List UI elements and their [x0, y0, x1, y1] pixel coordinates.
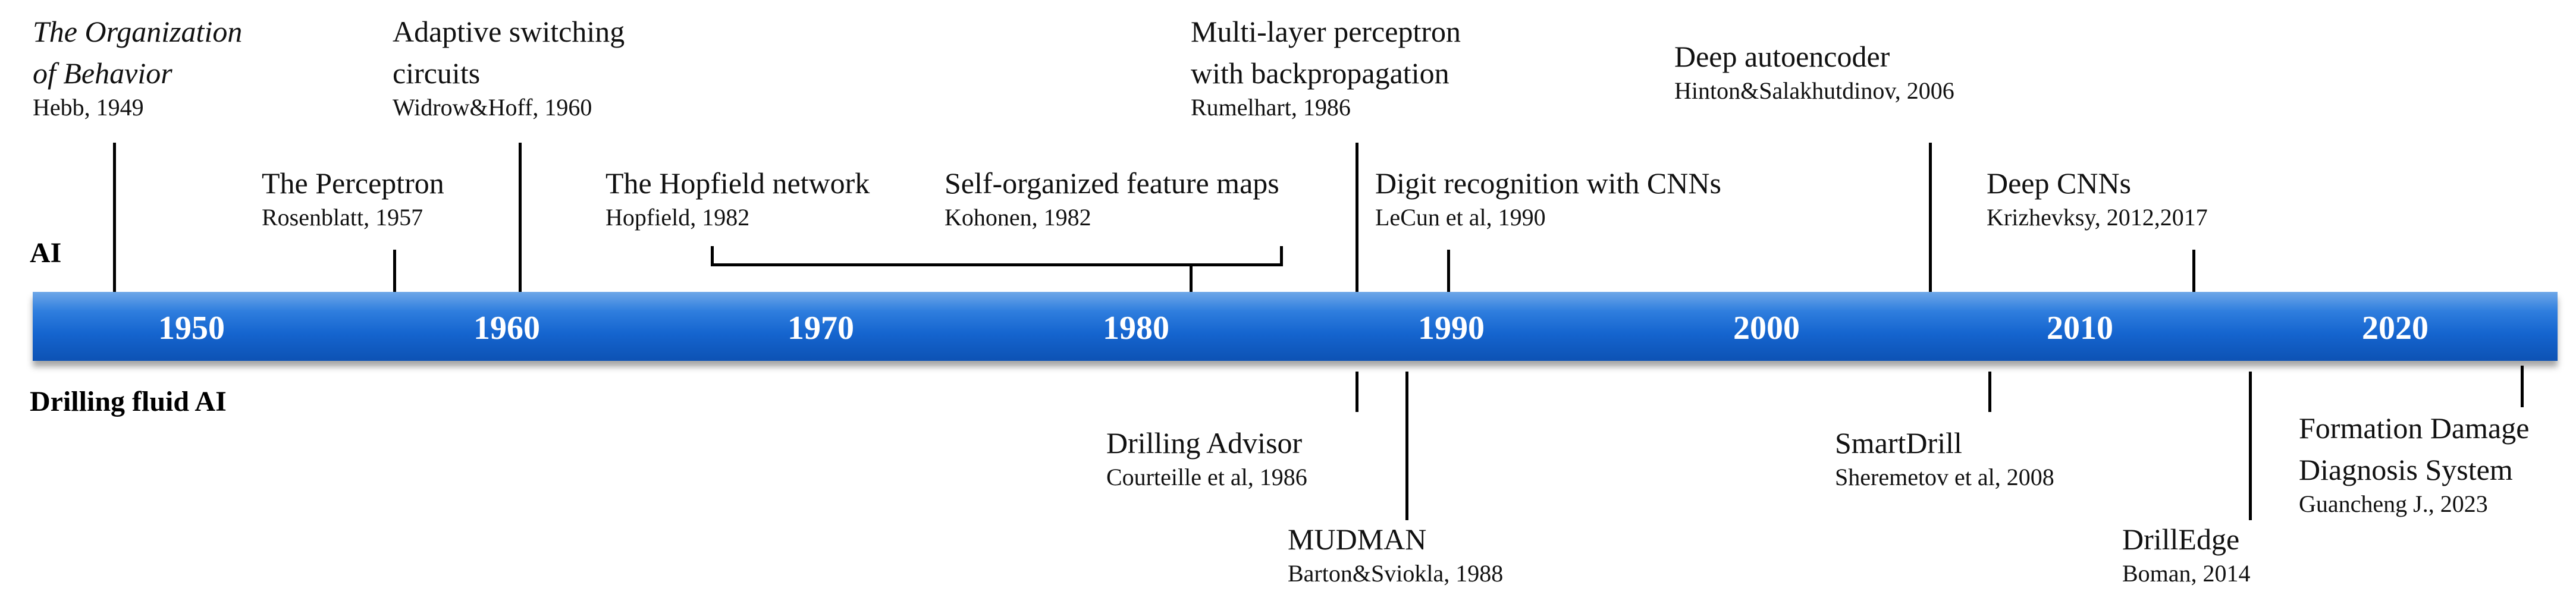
- connector-hinton: [1929, 143, 1932, 292]
- event-citation: Courteille et al, 1986: [1106, 464, 1307, 490]
- connector-lecun: [1447, 250, 1450, 292]
- event-citation: Widrow&Hoff, 1960: [393, 94, 592, 121]
- connector-widrow-hoff: [519, 143, 522, 292]
- bracket-right-tick: [1280, 246, 1283, 266]
- event-title: Adaptive switching: [393, 15, 625, 48]
- event-formation-damage-diagnosis: Formation Damage Diagnosis System Guanch…: [2299, 407, 2529, 518]
- event-citation: Krizhevksy, 2012,2017: [1987, 204, 2208, 231]
- connector-rumelhart: [1356, 143, 1358, 292]
- event-citation: Hebb, 1949: [33, 94, 144, 121]
- connector-hebb: [113, 143, 116, 292]
- event-title: Formation Damage: [2299, 411, 2530, 445]
- year-label: 1950: [158, 310, 225, 347]
- event-drilledge: DrillEdge Boman, 2014: [2122, 518, 2251, 587]
- event-deep-autoencoder: Deep autoencoder Hinton&Salakhutdinov, 2…: [1674, 36, 1954, 105]
- event-citation: Guancheng J., 2023: [2299, 490, 2488, 517]
- event-citation: Hopfield, 1982: [605, 204, 750, 231]
- event-title: SmartDrill: [1835, 426, 1962, 460]
- event-organization-of-behavior: The Organization of Behavior Hebb, 1949: [33, 11, 242, 121]
- event-citation: Hinton&Salakhutdinov, 2006: [1674, 77, 1954, 104]
- year-label: 1970: [787, 310, 854, 347]
- event-multilayer-perceptron: Multi-layer perceptron with backpropagat…: [1191, 11, 1461, 121]
- event-title: Drilling Advisor: [1106, 426, 1303, 460]
- event-drilling-advisor: Drilling Advisor Courteille et al, 1986: [1106, 422, 1307, 491]
- connector-krizhevsky: [2192, 250, 2195, 292]
- bracket-left-tick: [711, 246, 714, 266]
- event-citation: LeCun et al, 1990: [1375, 204, 1546, 231]
- event-digit-recognition-cnns: Digit recognition with CNNs LeCun et al,…: [1375, 162, 1721, 231]
- event-citation: Boman, 2014: [2122, 560, 2251, 587]
- year-label: 2010: [2047, 310, 2113, 347]
- connector-drilling-advisor: [1356, 372, 1358, 412]
- connector-drilledge: [2249, 372, 2252, 520]
- timeline-bar: [33, 292, 2558, 361]
- event-perceptron: The Perceptron Rosenblatt, 1957: [262, 162, 444, 231]
- connector-hopfield-kohonen: [1190, 263, 1193, 292]
- event-title: with backpropagation: [1191, 56, 1449, 90]
- ai-row-label: AI: [30, 237, 62, 269]
- bracket-hopfield-kohonen: [711, 263, 1283, 266]
- year-label: 1990: [1418, 310, 1485, 347]
- year-label: 2020: [2362, 310, 2428, 347]
- event-title: Self-organized feature maps: [945, 166, 1279, 200]
- year-label: 2000: [1733, 310, 1800, 347]
- event-citation: Rosenblatt, 1957: [262, 204, 423, 231]
- event-title: Multi-layer perceptron: [1191, 15, 1461, 48]
- event-self-organized-feature-maps: Self-organized feature maps Kohonen, 198…: [945, 162, 1279, 231]
- event-title: of Behavior: [33, 56, 172, 90]
- event-title: MUDMAN: [1288, 523, 1427, 556]
- event-title: Diagnosis System: [2299, 453, 2513, 486]
- event-hopfield-network: The Hopfield network Hopfield, 1982: [605, 162, 870, 231]
- event-citation: Sheremetov et al, 2008: [1835, 464, 2054, 490]
- year-label: 1960: [473, 310, 540, 347]
- event-title: The Hopfield network: [605, 166, 870, 200]
- drilling-fluid-ai-row-label: Drilling fluid AI: [30, 386, 227, 417]
- event-adaptive-switching-circuits: Adaptive switching circuits Widrow&Hoff,…: [393, 11, 625, 121]
- event-title: Deep CNNs: [1987, 166, 2132, 200]
- connector-perceptron: [393, 250, 396, 292]
- event-title: The Organization: [33, 15, 243, 48]
- event-smartdrill: SmartDrill Sheremetov et al, 2008: [1835, 422, 2054, 491]
- connector-mudman: [1405, 372, 1408, 520]
- event-title: Digit recognition with CNNs: [1375, 166, 1721, 200]
- connector-smartdrill: [1988, 372, 1991, 412]
- connector-formation-damage: [2521, 366, 2524, 407]
- event-title: The Perceptron: [262, 166, 444, 200]
- event-deep-cnns: Deep CNNs Krizhevksy, 2012,2017: [1987, 162, 2208, 231]
- event-citation: Barton&Sviokla, 1988: [1288, 560, 1504, 587]
- year-label: 1980: [1103, 310, 1169, 347]
- event-mudman: MUDMAN Barton&Sviokla, 1988: [1288, 518, 1503, 587]
- event-title: Deep autoencoder: [1674, 40, 1890, 73]
- event-title: circuits: [393, 56, 481, 90]
- event-citation: Rumelhart, 1986: [1191, 94, 1351, 121]
- event-title: DrillEdge: [2122, 523, 2240, 556]
- event-citation: Kohonen, 1982: [945, 204, 1091, 231]
